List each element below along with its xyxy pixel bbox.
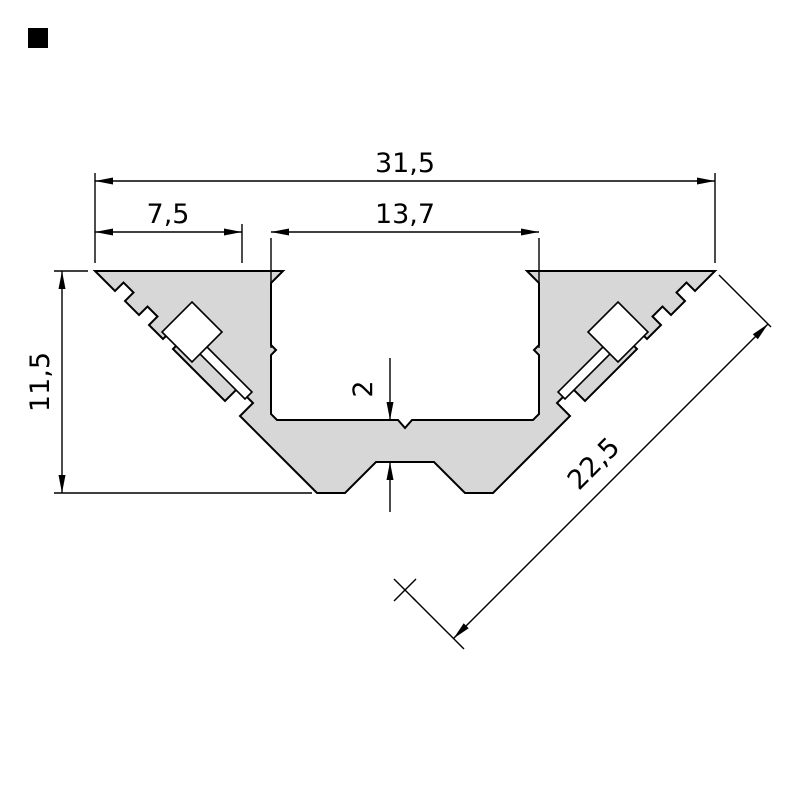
dimension-wall-thickness: 2 [348, 358, 394, 512]
corner-square-icon [28, 28, 48, 48]
arrow-lower-left-icon [453, 623, 469, 639]
arrow-up-icon [58, 271, 66, 289]
dim-channel-width-label: 13,7 [375, 199, 435, 230]
dim-height-label: 11,5 [25, 352, 56, 412]
dimension-height: 11,5 [25, 270, 312, 494]
dimension-left-offset: 7,5 [95, 199, 243, 263]
extension-line [412, 597, 465, 650]
extension-line [718, 274, 772, 328]
profile-cross-section [92, 270, 718, 494]
dim-left-offset-label: 7,5 [147, 199, 190, 230]
arrow-left-icon [95, 228, 113, 236]
profile-body [92, 270, 718, 494]
arrow-down-icon [386, 402, 394, 420]
arrow-right-icon [697, 177, 715, 185]
dim-wall-thickness-label: 2 [348, 380, 379, 397]
arrow-left-icon [271, 228, 289, 236]
arrow-up-icon [386, 462, 394, 480]
dim-total-width-label: 31,5 [375, 148, 435, 179]
dimension-total-width: 31,5 [94, 148, 716, 263]
dimension-channel-width: 13,7 [270, 199, 540, 348]
dimension-line [453, 323, 769, 639]
dim-diagonal-face-label: 22,5 [562, 432, 626, 496]
arrow-down-icon [58, 475, 66, 493]
left-wing-slot [160, 300, 224, 364]
arrow-right-icon [224, 228, 242, 236]
right-wing-slot [586, 300, 650, 364]
arrow-right-icon [521, 228, 539, 236]
center-mark-stroke [393, 578, 417, 602]
arrow-upper-right-icon [752, 324, 768, 340]
arrow-left-icon [95, 177, 113, 185]
center-mark-icon [393, 578, 417, 602]
